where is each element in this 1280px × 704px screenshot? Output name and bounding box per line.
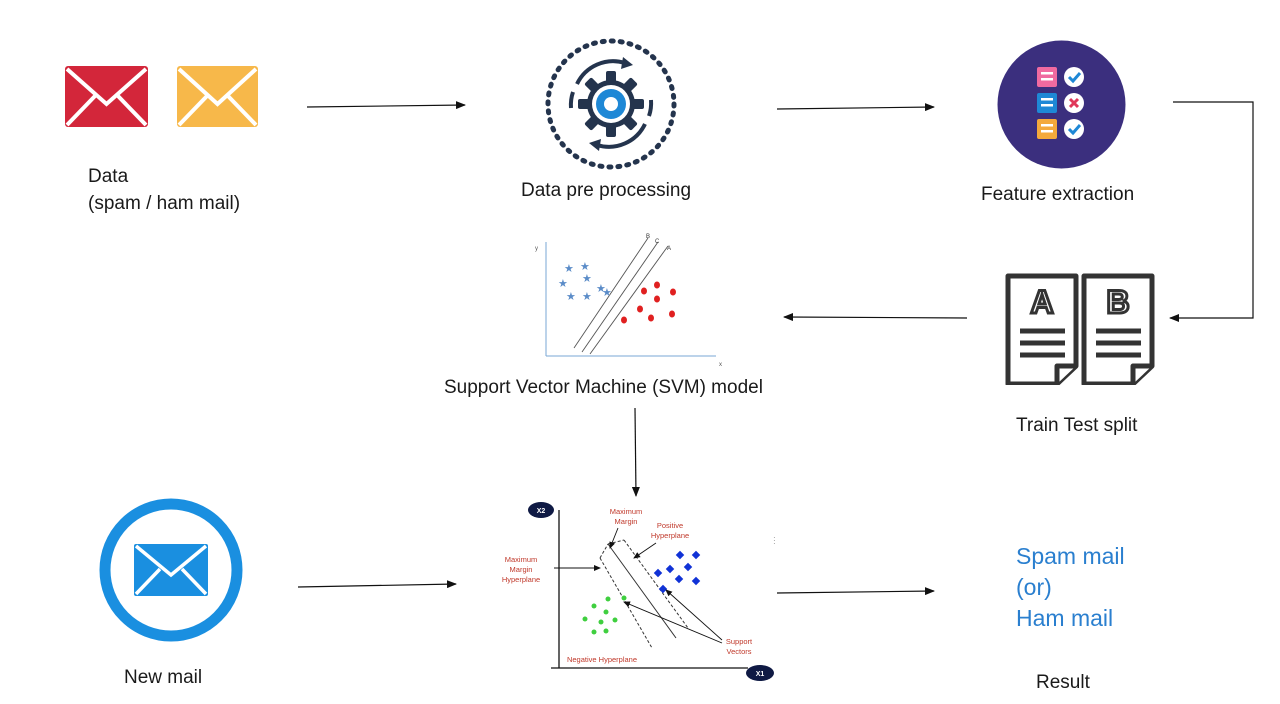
data-label-line2: (spam / ham mail)	[88, 193, 241, 214]
negative-class-points	[582, 595, 627, 635]
result-line3: Ham mail	[1016, 605, 1114, 631]
max-margin-label-1: Maximum	[610, 507, 643, 516]
svm-x-axis-label: x	[719, 362, 722, 368]
result-text: Spam mail (or) Ham mail	[1016, 541, 1125, 634]
svg-text:★: ★	[582, 273, 592, 285]
arrow-features-to-split	[1169, 101, 1254, 322]
gear-cycle-icon	[545, 38, 677, 170]
checklist-icon	[997, 40, 1126, 169]
arrow-svm-to-hyperplane	[631, 407, 640, 497]
mmh-label-1: Maximum	[505, 555, 538, 564]
new-mail-label: New mail	[124, 667, 203, 688]
svm-line-label-b: B	[646, 234, 650, 240]
arrow-newmail-to-hyperplane	[297, 580, 457, 589]
svm-label: Support Vector Machine (SVM) model	[444, 377, 763, 398]
data-label-line1: Data	[88, 166, 129, 187]
doc-a-letter: A	[1030, 284, 1053, 320]
arrow-data-to-preprocessing	[306, 101, 466, 110]
max-margin-label-2: Margin	[615, 517, 638, 526]
features-label: Feature extraction	[981, 184, 1135, 205]
svm-y-axis-label: y	[535, 246, 538, 252]
data-label: Data (spam / ham mail)	[88, 163, 240, 217]
svm-plot: y x B C A ★★★ ★★★ ★★	[535, 234, 722, 368]
x1-badge: X1	[756, 671, 765, 678]
arrow-preprocessing-to-features	[776, 103, 935, 112]
result-line1: Spam mail	[1016, 543, 1125, 569]
document-ab-icon: A B	[1005, 273, 1155, 385]
svg-text:★: ★	[558, 278, 568, 290]
preprocessing-label: Data pre processing	[521, 180, 692, 201]
svg-text:★: ★	[582, 291, 592, 303]
svg-text:★: ★	[596, 283, 606, 295]
svg-text:★: ★	[580, 261, 590, 273]
mmh-label-2: Margin	[510, 565, 533, 574]
result-label: Result	[1036, 672, 1090, 693]
drag-dots: ···	[773, 533, 776, 548]
red-envelope-icon	[65, 66, 148, 127]
positive-label-1: Positive	[657, 521, 683, 530]
arrow-split-to-svm	[783, 313, 968, 322]
arrow-hyperplane-to-result	[776, 587, 935, 596]
doc-b-letter: B	[1106, 284, 1129, 320]
svg-text:★: ★	[564, 263, 574, 275]
svm-star-points: ★★★ ★★★ ★★	[558, 261, 612, 303]
orange-envelope-icon	[177, 66, 258, 127]
svm-red-points	[621, 281, 676, 324]
x2-badge: X2	[537, 508, 546, 515]
negative-label: Negative Hyperplane	[567, 655, 637, 664]
positive-class-points	[653, 550, 701, 594]
support-label-1: Support	[726, 637, 753, 646]
svg-text:★: ★	[602, 287, 612, 299]
svm-line-label-c: C	[655, 239, 660, 245]
result-line2: (or)	[1016, 574, 1052, 600]
hyperplane-plot: X2 X1 Maximum Margin Positive Hyperplane…	[502, 502, 774, 681]
positive-label-2: Hyperplane	[651, 531, 689, 540]
support-label-2: Vectors	[726, 647, 751, 656]
mmh-label-3: Hyperplane	[502, 575, 540, 584]
svm-line-label-a: A	[667, 246, 671, 252]
svg-text:★: ★	[566, 291, 576, 303]
split-label: Train Test split	[1016, 415, 1138, 436]
mail-circle-icon	[99, 498, 243, 642]
